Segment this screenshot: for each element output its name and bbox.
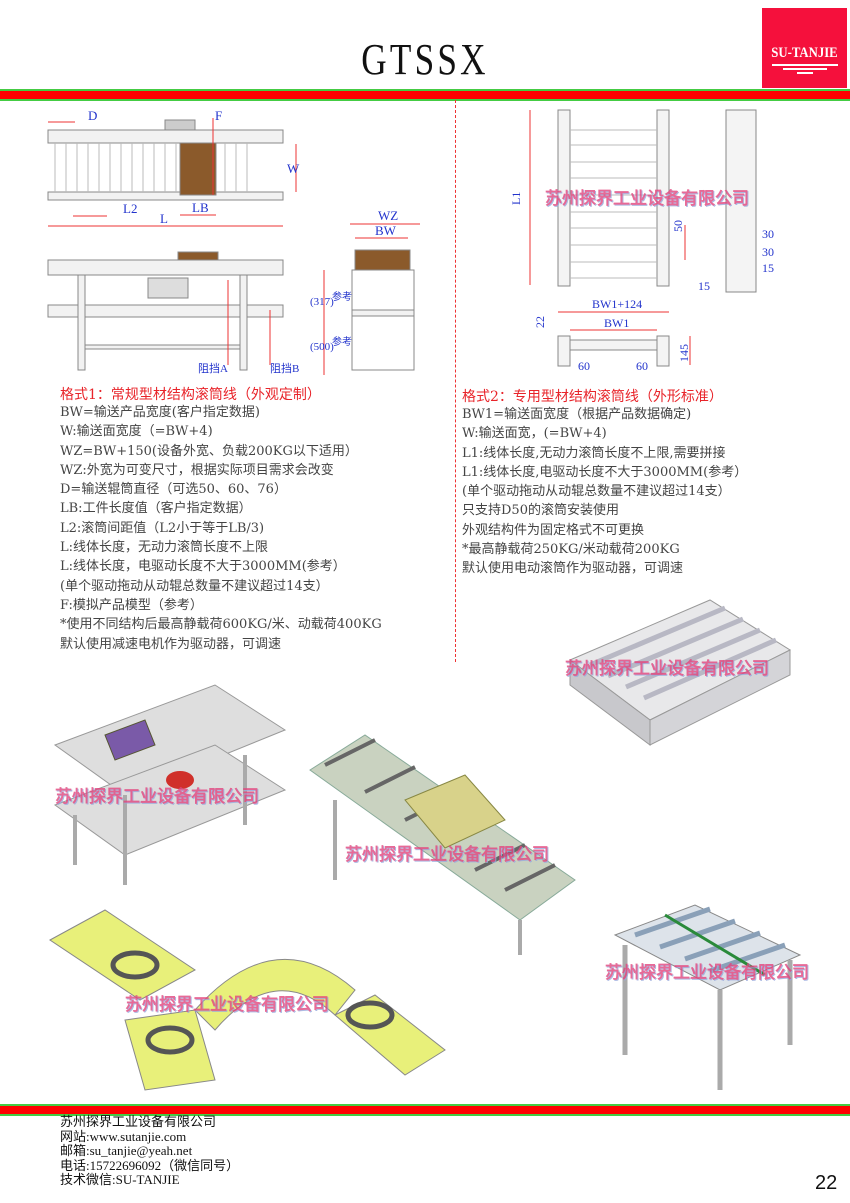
spec-line: WZ:外宽为可变尺寸，根据实际项目需求会改变: [60, 462, 334, 478]
label-ref-2: 参考: [332, 335, 352, 348]
label-60a: 60: [578, 359, 590, 373]
footer-wechat: 技术微信:SU-TANJIE: [60, 1172, 180, 1188]
label-bw: BW: [375, 223, 397, 238]
spec-line: (单个驱动拖动从动辊总数量不建议超过14支）: [462, 484, 731, 500]
header-divider: [0, 89, 850, 101]
spec-line: BW1=输送面宽度（根据产品数据确定): [462, 407, 692, 422]
footer-divider: [0, 1104, 850, 1116]
format2-heading: 格式2：专用型材结构滚筒线（外形标准）: [462, 389, 723, 405]
label-stop-b: 阻挡B: [270, 361, 299, 375]
brand-logo: SU-TANJIE: [762, 8, 847, 88]
render-steel-roller-conveyor: [613, 904, 802, 1090]
label-lb: LB: [192, 200, 209, 215]
format1-spec-list: BW=输送产品宽度(客户指定数据) W:输送面宽度（=BW+4) WZ=BW+1…: [60, 403, 382, 654]
spec-line: L:线体长度，电驱动长度不大于3000MM(参考）: [60, 559, 346, 575]
label-ref-1: 参考: [332, 290, 352, 303]
label-bw1: BW1: [604, 316, 629, 330]
watermark: 苏州探界工业设备有限公司: [545, 189, 749, 209]
label-30b: 30: [762, 245, 774, 259]
page-number: 22: [815, 1172, 838, 1194]
watermark: 苏州探界工业设备有限公司: [605, 963, 809, 983]
label-60b: 60: [636, 359, 648, 373]
spec-line: W:输送面宽，(=BW+4): [462, 426, 607, 442]
column-divider: [455, 100, 456, 662]
watermark: 苏州探界工业设备有限公司: [565, 659, 769, 679]
format2-drawing: L1 50 30 30 15 15 BW1+124 BW1 22 145 60 …: [509, 109, 774, 373]
label-145: 145: [677, 344, 691, 362]
page-title: GTSSX: [361, 35, 489, 84]
render-pallet-conveyor: [309, 734, 576, 955]
spec-line: L:线体长度，无动力滚筒长度不上限: [60, 540, 269, 556]
label-l2: L2: [123, 201, 137, 216]
label-15b: 15: [698, 279, 710, 293]
footer-phone: 电话:15722696092（微信同号）: [60, 1157, 240, 1173]
format1-drawing: D F W L2 L LB WZ BW (317) 参考 (500) 参考 阻挡…: [47, 108, 420, 375]
spec-line: F:模拟产品模型（参考）: [60, 597, 203, 613]
spec-line: BW=输送产品宽度(客户指定数据): [60, 405, 260, 420]
spec-line: (单个驱动拖动从动辊总数量不建议超过14支）: [60, 578, 329, 594]
footer-company: 苏州探界工业设备有限公司: [60, 1114, 217, 1129]
render-double-deck-conveyor: [53, 684, 287, 885]
label-15a: 15: [762, 261, 774, 275]
spec-line: 默认使用电动滚筒作为驱动器，可调速: [462, 561, 684, 577]
spec-line: WZ=BW+150(设备外宽、负载200KG以下适用）: [60, 443, 358, 459]
spec-line: LB:工件长度值（客户指定数据）: [60, 501, 252, 517]
spec-line: L1:线体长度,无动力滚筒长度不上限,需要拼接: [462, 445, 726, 461]
label-l1: L1: [509, 192, 523, 205]
watermark: 苏州探界工业设备有限公司: [345, 845, 549, 865]
footer-email: 邮箱:su_tanjie@yeah.net: [60, 1143, 193, 1159]
label-bw1-124: BW1+124: [592, 297, 642, 311]
spec-line: 外观结构件为固定格式不可更换: [462, 522, 645, 538]
label-d: D: [88, 108, 97, 123]
label-50: 50: [671, 220, 685, 232]
label-22: 22: [533, 316, 547, 328]
label-stop-a: 阻挡A: [198, 361, 228, 375]
watermark: 苏州探界工业设备有限公司: [55, 787, 259, 807]
logo-text: SU-TANJIE: [771, 45, 838, 61]
footer-website: 网站:www.sutanjie.com: [60, 1128, 187, 1144]
spec-line: 只支持D50的滚筒安装使用: [462, 503, 619, 519]
spec-line: 默认使用减速电机作为驱动器，可调速: [60, 636, 282, 652]
spec-line: L2:滚筒间距值（L2小于等于LB/3): [60, 520, 265, 536]
label-30a: 30: [762, 227, 774, 241]
label-wz: WZ: [378, 208, 398, 223]
label-500: (500): [310, 341, 334, 353]
watermark: 苏州探界工业设备有限公司: [125, 995, 329, 1015]
spec-line: D=输送辊筒直径（可选50、60、76）: [60, 482, 287, 498]
render-format2-conveyor: [569, 599, 792, 746]
spec-line: *使用不同结构后最高静载荷600KG/米、动载荷400KG: [60, 617, 382, 633]
format2-spec-list: BW1=输送面宽度（根据产品数据确定) W:输送面宽，(=BW+4) L1:线体…: [462, 405, 747, 579]
label-l: L: [160, 211, 168, 226]
label-f: F: [215, 108, 222, 123]
render-curved-conveyor: [49, 909, 446, 1091]
label-317: (317): [310, 296, 334, 308]
spec-line: W:输送面宽度（=BW+4): [60, 424, 213, 440]
label-w: W: [287, 161, 300, 176]
spec-line: *最高静载荷250KG/米动载荷200KG: [462, 542, 680, 558]
spec-line: L1:线体长度,电驱动长度不大于3000MM(参考）: [462, 464, 748, 480]
format1-heading: 格式1：常规型材结构滚筒线（外观定制）: [60, 387, 321, 403]
footer-contact: 苏州探界工业设备有限公司 网站:www.sutanjie.com 邮箱:su_t…: [60, 1114, 240, 1188]
